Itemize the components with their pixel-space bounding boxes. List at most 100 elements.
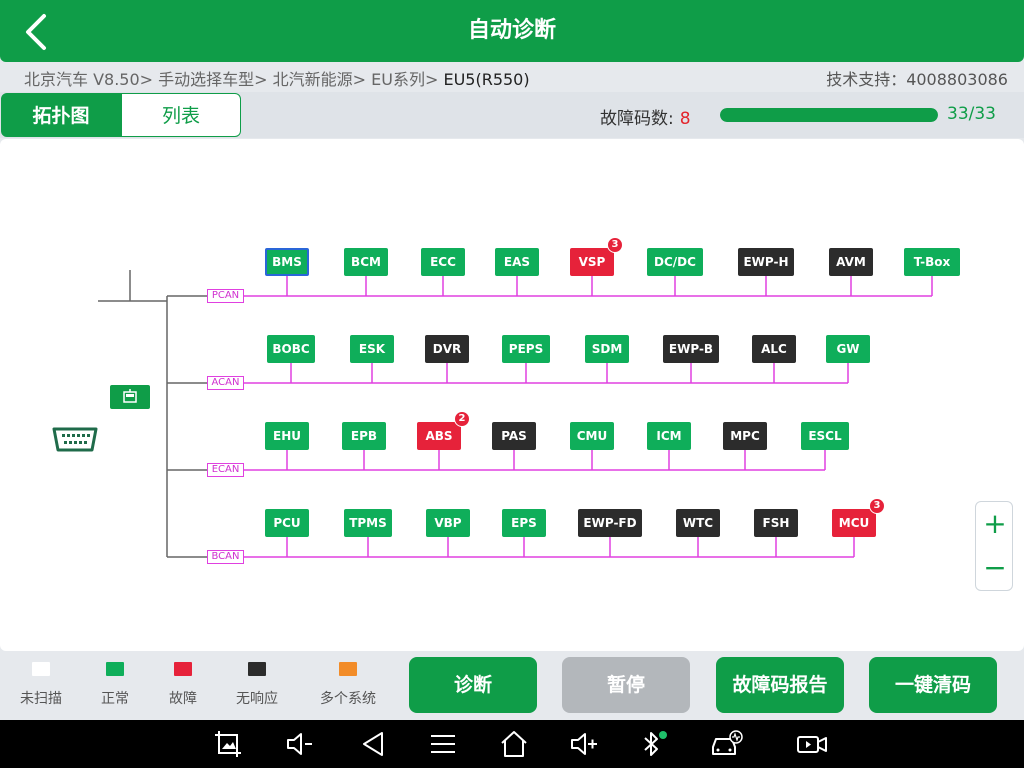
- module-label: PAS: [501, 429, 527, 443]
- menu-icon[interactable]: [428, 729, 458, 759]
- legend-item: 故障: [154, 662, 212, 708]
- pause-button[interactable]: 暂停: [562, 657, 690, 713]
- zoom-in-button[interactable]: +: [983, 507, 1007, 540]
- module-label: SDM: [591, 342, 623, 356]
- module-ecc[interactable]: ECC: [421, 248, 465, 276]
- module-bobc[interactable]: BOBC: [267, 335, 315, 363]
- legend-swatch: [32, 662, 50, 676]
- module-ehu[interactable]: EHU: [265, 422, 309, 450]
- module-ewp-b[interactable]: EWP-B: [663, 335, 719, 363]
- module-label: CMU: [576, 429, 608, 443]
- bus-label-acan: ACAN: [207, 376, 244, 390]
- module-epb[interactable]: EPB: [342, 422, 386, 450]
- video-record-icon[interactable]: [795, 729, 829, 759]
- module-mcu[interactable]: MCU 3: [832, 498, 885, 537]
- zoom-control: + −: [975, 501, 1013, 591]
- back-triangle-icon[interactable]: [358, 729, 388, 759]
- tab-list[interactable]: 列表: [121, 93, 241, 137]
- legend-swatch: [339, 662, 357, 676]
- scan-progress-text: 33/33: [947, 104, 996, 124]
- breadcrumb-current: EU5(R550): [443, 70, 530, 89]
- diagnose-button[interactable]: 诊断: [409, 657, 537, 713]
- module-bcm[interactable]: BCM: [344, 248, 388, 276]
- gateway-module[interactable]: [110, 385, 150, 409]
- module-t-box[interactable]: T-Box: [904, 248, 960, 276]
- legend-item: 多个系统: [318, 662, 378, 708]
- legend-swatch: [106, 662, 124, 676]
- dtc-number: 8: [679, 109, 691, 129]
- bus-label-pcan: PCAN: [207, 289, 244, 303]
- module-peps[interactable]: PEPS: [502, 335, 550, 363]
- tab-topology[interactable]: 拓扑图: [1, 93, 121, 137]
- module-eps[interactable]: EPS: [502, 509, 546, 537]
- module-label: MCU: [838, 516, 870, 530]
- module-label: AVM: [836, 255, 866, 269]
- dtc-count: 故障码数:8: [600, 104, 691, 129]
- module-pcu[interactable]: PCU: [265, 509, 309, 537]
- module-label: EHU: [273, 429, 301, 443]
- module-wtc[interactable]: WTC: [676, 509, 720, 537]
- module-label: ICM: [656, 429, 682, 443]
- module-cmu[interactable]: CMU: [570, 422, 614, 450]
- dtc-badge: 3: [869, 498, 885, 514]
- module-gw[interactable]: GW: [826, 335, 870, 363]
- module-mpc[interactable]: MPC: [723, 422, 767, 450]
- car-diagnostic-icon[interactable]: [710, 729, 744, 759]
- module-label: EPB: [350, 429, 378, 443]
- legend-item: 未扫描: [12, 662, 70, 708]
- module-vbp[interactable]: VBP: [426, 509, 470, 537]
- module-escl[interactable]: ESCL: [801, 422, 849, 450]
- obd-connector-icon: [52, 427, 98, 452]
- module-label: ECC: [430, 255, 456, 269]
- module-bms[interactable]: BMS: [265, 248, 309, 276]
- bus-label-bcan: BCAN: [207, 550, 244, 564]
- back-arrow-icon[interactable]: [18, 12, 58, 52]
- module-avm[interactable]: AVM: [829, 248, 873, 276]
- module-label: BOBC: [272, 342, 310, 356]
- module-label: DC/DC: [654, 255, 696, 269]
- scan-progress-fill: [720, 108, 938, 122]
- dtc-badge: 3: [607, 237, 623, 253]
- module-dvr[interactable]: DVR: [425, 335, 469, 363]
- module-tpms[interactable]: TPMS: [344, 509, 392, 537]
- system-nav-bar: [0, 720, 1024, 768]
- module-ewp-h[interactable]: EWP-H: [738, 248, 794, 276]
- module-fsh[interactable]: FSH: [754, 509, 798, 537]
- module-eas[interactable]: EAS: [495, 248, 539, 276]
- bluetooth-icon[interactable]: [637, 729, 667, 759]
- screenshot-icon[interactable]: [213, 729, 243, 759]
- module-pas[interactable]: PAS: [492, 422, 536, 450]
- module-sdm[interactable]: SDM: [585, 335, 629, 363]
- module-label: TPMS: [349, 516, 387, 530]
- module-label: ESK: [358, 342, 386, 356]
- breadcrumb: 北京汽车 V8.50> 手动选择车型> 北汽新能源> EU系列> EU5(R55…: [24, 66, 530, 89]
- tab-status-bar: 拓扑图 列表 故障码数:8 33/33: [0, 92, 1024, 138]
- module-label: FSH: [762, 516, 790, 530]
- topology-wiring: [98, 270, 933, 558]
- module-dc-dc[interactable]: DC/DC: [647, 248, 703, 276]
- dtc-label: 故障码数:: [600, 109, 674, 129]
- zoom-out-button[interactable]: −: [983, 551, 1007, 584]
- legend-label: 故障: [169, 691, 197, 707]
- legend-swatch: [248, 662, 266, 676]
- module-ewp-fd[interactable]: EWP-FD: [578, 509, 642, 537]
- volume-up-icon[interactable]: [569, 729, 599, 759]
- volume-down-icon[interactable]: [285, 729, 315, 759]
- module-alc[interactable]: ALC: [752, 335, 796, 363]
- module-label: EWP-H: [743, 255, 789, 269]
- home-icon[interactable]: [499, 729, 529, 759]
- module-label: WTC: [682, 516, 714, 530]
- module-label: T-Box: [913, 255, 951, 269]
- legend-item: 正常: [86, 662, 144, 708]
- clear-codes-button[interactable]: 一键清码: [869, 657, 997, 713]
- module-label: VBP: [434, 516, 462, 530]
- module-label: EWP-FD: [583, 516, 637, 530]
- module-label: GW: [836, 342, 860, 356]
- breadcrumb-path: 北京汽车 V8.50> 手动选择车型> 北汽新能源> EU系列>: [24, 70, 444, 89]
- module-icm[interactable]: ICM: [647, 422, 691, 450]
- module-esk[interactable]: ESK: [350, 335, 394, 363]
- gateway-icon: [123, 389, 137, 403]
- dtc-report-button[interactable]: 故障码报告: [716, 657, 844, 713]
